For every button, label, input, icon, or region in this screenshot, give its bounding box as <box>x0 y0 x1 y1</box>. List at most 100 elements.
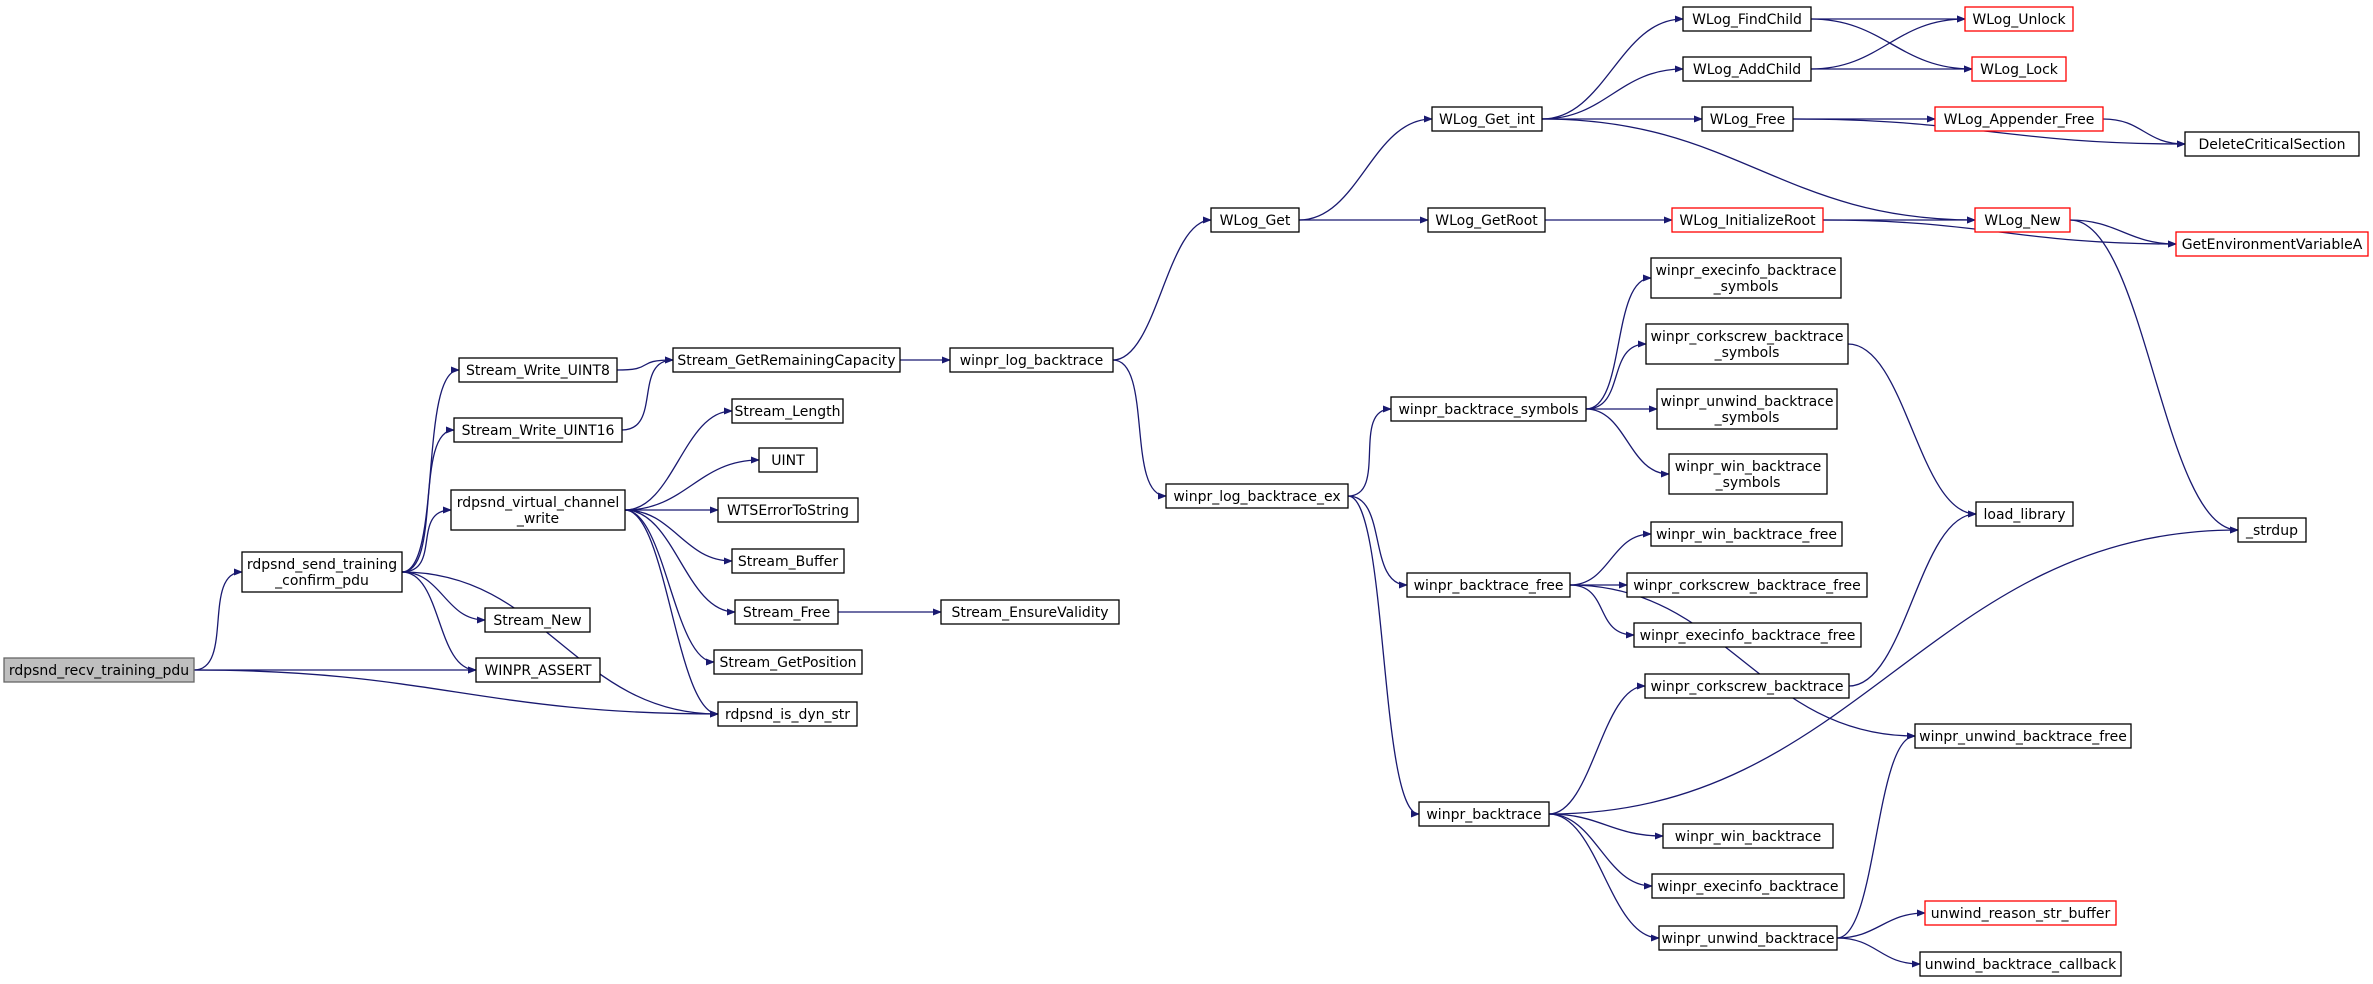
node-stream-free[interactable]: Stream_Free <box>734 599 839 625</box>
node-box <box>450 489 626 531</box>
node-winpr-execinfo-backtrace[interactable]: winpr_execinfo_backtrace <box>1651 873 1845 899</box>
node-winpr-backtrace-symbols[interactable]: winpr_backtrace_symbols <box>1390 396 1587 422</box>
node-wlog-lock[interactable]: WLog_Lock <box>1971 56 2067 82</box>
node-label: winpr_backtrace_free <box>1414 578 1564 594</box>
node-box <box>1964 6 2074 32</box>
node-box <box>717 497 859 523</box>
node-wlog-new[interactable]: WLog_New <box>1974 207 2071 233</box>
node-rdpsnd-is-dyn-str[interactable]: rdpsnd_is_dyn_str <box>717 701 858 727</box>
node-wlog-get[interactable]: WLog_Get <box>1210 207 1300 233</box>
node-rdpsnd-send-training-confirm-pdu[interactable]: rdpsnd_send_training_confirm_pdu <box>241 551 403 593</box>
node-label: _write <box>516 511 559 527</box>
node-deletecriticalsection[interactable]: DeleteCriticalSection <box>2184 131 2360 157</box>
edge-winpr-backtrace-to-strdup <box>1548 526 2239 815</box>
node-stream-getremainingcapacity[interactable]: Stream_GetRemainingCapacity <box>672 347 901 373</box>
node-winpr-unwind-backtrace-symbols[interactable]: winpr_unwind_backtrace_symbols <box>1656 388 1838 430</box>
node-wlog-addchild[interactable]: WLog_AddChild <box>1682 56 1812 82</box>
node-winpr-backtrace[interactable]: winpr_backtrace <box>1418 801 1550 827</box>
node-winpr-execinfo-backtrace-free[interactable]: winpr_execinfo_backtrace_free <box>1633 622 1862 648</box>
node-box <box>1919 951 2122 977</box>
edge-winpr-backtrace-symbols-to-winpr-win-backtrace-symbols <box>1585 408 1670 478</box>
node-wlog-appender-free[interactable]: WLog_Appender_Free <box>1934 106 2104 132</box>
node-label: GetEnvironmentVariableA <box>2182 237 2363 253</box>
node-stream-length[interactable]: Stream_Length <box>731 398 844 424</box>
node-winpr-log-backtrace[interactable]: winpr_log_backtrace <box>949 347 1114 373</box>
node-wlog-get-int[interactable]: WLog_Get_int <box>1431 106 1543 132</box>
node-box <box>241 551 403 593</box>
edge-rdpsnd-send-training-confirm-pdu-to-rdpsnd-is-dyn-str <box>401 571 719 718</box>
node-box <box>1431 106 1543 132</box>
node-stream-write-uint16[interactable]: Stream_Write_UINT16 <box>453 417 623 443</box>
node-winpr-assert[interactable]: WINPR_ASSERT <box>475 657 601 683</box>
node-rdpsnd-virtual-channel-write[interactable]: rdpsnd_virtual_channel_write <box>450 489 626 531</box>
node-box <box>1656 388 1838 430</box>
node-wlog-findchild[interactable]: WLog_FindChild <box>1682 6 1812 32</box>
node-stream-ensurevalidity[interactable]: Stream_EnsureValidity <box>940 599 1120 625</box>
node-strdup[interactable]: _strdup <box>2237 517 2307 543</box>
node-uint[interactable]: UINT <box>758 447 818 473</box>
node-stream-getposition[interactable]: Stream_GetPosition <box>713 649 863 675</box>
edge-winpr-backtrace-free-to-winpr-win-backtrace-free <box>1569 530 1652 586</box>
node-label: load_library <box>1984 507 2066 523</box>
node-rdpsnd-recv-training-pdu[interactable]: rdpsnd_recv_training_pdu <box>3 657 195 683</box>
edge-stream-write-uint8-to-stream-getremainingcapacity <box>616 356 674 371</box>
node-label: WLog_New <box>1984 213 2060 229</box>
node-winpr-corkscrew-backtrace[interactable]: winpr_corkscrew_backtrace <box>1644 673 1850 699</box>
edge-rdpsnd-recv-training-pdu-to-rdpsnd-is-dyn-str <box>193 669 719 718</box>
node-box <box>1671 207 1824 233</box>
node-label: winpr_win_backtrace_free <box>1656 527 1837 543</box>
node-label: Stream_New <box>493 613 581 629</box>
node-stream-new[interactable]: Stream_New <box>484 607 591 633</box>
node-label: _symbols <box>1714 345 1780 361</box>
node-box <box>3 657 195 683</box>
edge-winpr-log-backtrace-to-winpr-log-backtrace-ex <box>1112 359 1167 500</box>
node-winpr-win-backtrace[interactable]: winpr_win_backtrace <box>1662 823 1834 849</box>
node-label: WLog_InitializeRoot <box>1679 213 1816 229</box>
node-wlog-unlock[interactable]: WLog_Unlock <box>1964 6 2074 32</box>
edge-rdpsnd-recv-training-pdu-to-rdpsnd-send-training-confirm-pdu <box>193 568 243 671</box>
node-label: winpr_corkscrew_backtrace <box>1651 679 1844 695</box>
node-stream-buffer[interactable]: Stream_Buffer <box>731 548 845 574</box>
node-box <box>453 417 623 443</box>
node-label: winpr_corkscrew_backtrace <box>1651 329 1844 345</box>
node-winpr-log-backtrace-ex[interactable]: winpr_log_backtrace_ex <box>1165 483 1349 509</box>
node-wlog-initializeroot[interactable]: WLog_InitializeRoot <box>1671 207 1824 233</box>
node-getenvironmentvariablea[interactable]: GetEnvironmentVariableA <box>2175 231 2369 257</box>
node-label: Stream_Free <box>743 605 830 621</box>
node-box <box>1682 6 1812 32</box>
node-stream-write-uint8[interactable]: Stream_Write_UINT8 <box>458 357 618 383</box>
node-winpr-unwind-backtrace[interactable]: winpr_unwind_backtrace <box>1658 925 1838 951</box>
node-box <box>1406 572 1571 598</box>
node-box <box>1650 257 1842 299</box>
edge-rdpsnd-virtual-channel-write-to-uint <box>624 456 760 511</box>
node-winpr-corkscrew-backtrace-free[interactable]: winpr_corkscrew_backtrace_free <box>1626 572 1868 598</box>
edge-rdpsnd-virtual-channel-write-to-stream-free <box>624 509 736 616</box>
node-wlog-free[interactable]: WLog_Free <box>1701 106 1794 132</box>
edge-rdpsnd-send-training-confirm-pdu-to-stream-write-uint16 <box>401 426 455 573</box>
node-box <box>731 398 844 424</box>
node-label: winpr_log_backtrace <box>960 353 1104 369</box>
node-label: _confirm_pdu <box>274 573 369 589</box>
node-winpr-corkscrew-backtrace-symbols[interactable]: winpr_corkscrew_backtrace_symbols <box>1645 323 1849 365</box>
node-winpr-execinfo-backtrace-symbols[interactable]: winpr_execinfo_backtrace_symbols <box>1650 257 1842 299</box>
node-label: WLog_FindChild <box>1692 12 1802 28</box>
node-winpr-win-backtrace-free[interactable]: winpr_win_backtrace_free <box>1650 521 1843 547</box>
node-box <box>1645 323 1849 365</box>
node-label: Stream_Buffer <box>738 554 838 570</box>
node-winpr-unwind-backtrace-free[interactable]: winpr_unwind_backtrace_free <box>1914 723 2132 749</box>
edge-winpr-backtrace-to-winpr-execinfo-backtrace <box>1548 813 1653 890</box>
node-box <box>2237 517 2307 543</box>
node-box <box>1650 521 1843 547</box>
node-unwind-backtrace-callback[interactable]: unwind_backtrace_callback <box>1919 951 2122 977</box>
node-winpr-backtrace-free[interactable]: winpr_backtrace_free <box>1406 572 1571 598</box>
node-wlog-getroot[interactable]: WLog_GetRoot <box>1427 207 1546 233</box>
node-load-library[interactable]: load_library <box>1975 501 2074 527</box>
edge-wlog-appender-free-to-deletecriticalsection <box>2102 118 2186 148</box>
edge-rdpsnd-virtual-channel-write-to-stream-length <box>624 407 733 511</box>
edge-winpr-backtrace-symbols-to-winpr-execinfo-backtrace-symbols <box>1585 274 1652 410</box>
node-wtserrortostring[interactable]: WTSErrorToString <box>717 497 859 523</box>
node-winpr-win-backtrace-symbols[interactable]: winpr_win_backtrace_symbols <box>1668 453 1828 495</box>
node-box <box>717 701 858 727</box>
node-unwind-reason-str-buffer[interactable]: unwind_reason_str_buffer <box>1924 900 2117 926</box>
edge-winpr-backtrace-symbols-to-winpr-corkscrew-backtrace-symbols <box>1585 340 1647 410</box>
